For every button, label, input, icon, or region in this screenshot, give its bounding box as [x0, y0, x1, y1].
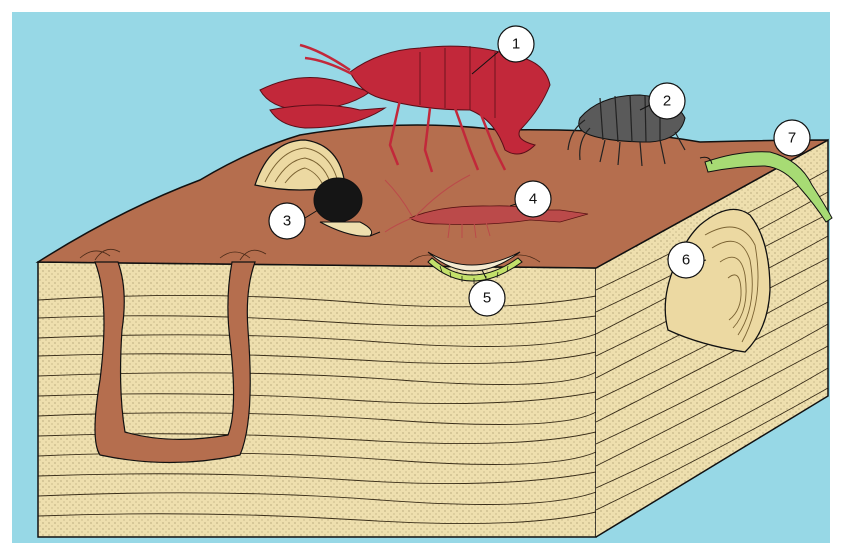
callout-7-label: 7 — [788, 130, 796, 147]
callout-2-label: 2 — [663, 93, 671, 110]
callout-7: 7 — [774, 120, 810, 156]
callout-4-label: 4 — [529, 191, 537, 208]
callout-1-label: 1 — [512, 36, 520, 53]
callout-6-label: 6 — [682, 252, 690, 269]
callout-5-label: 5 — [483, 290, 491, 307]
callout-3-label: 3 — [283, 213, 291, 230]
